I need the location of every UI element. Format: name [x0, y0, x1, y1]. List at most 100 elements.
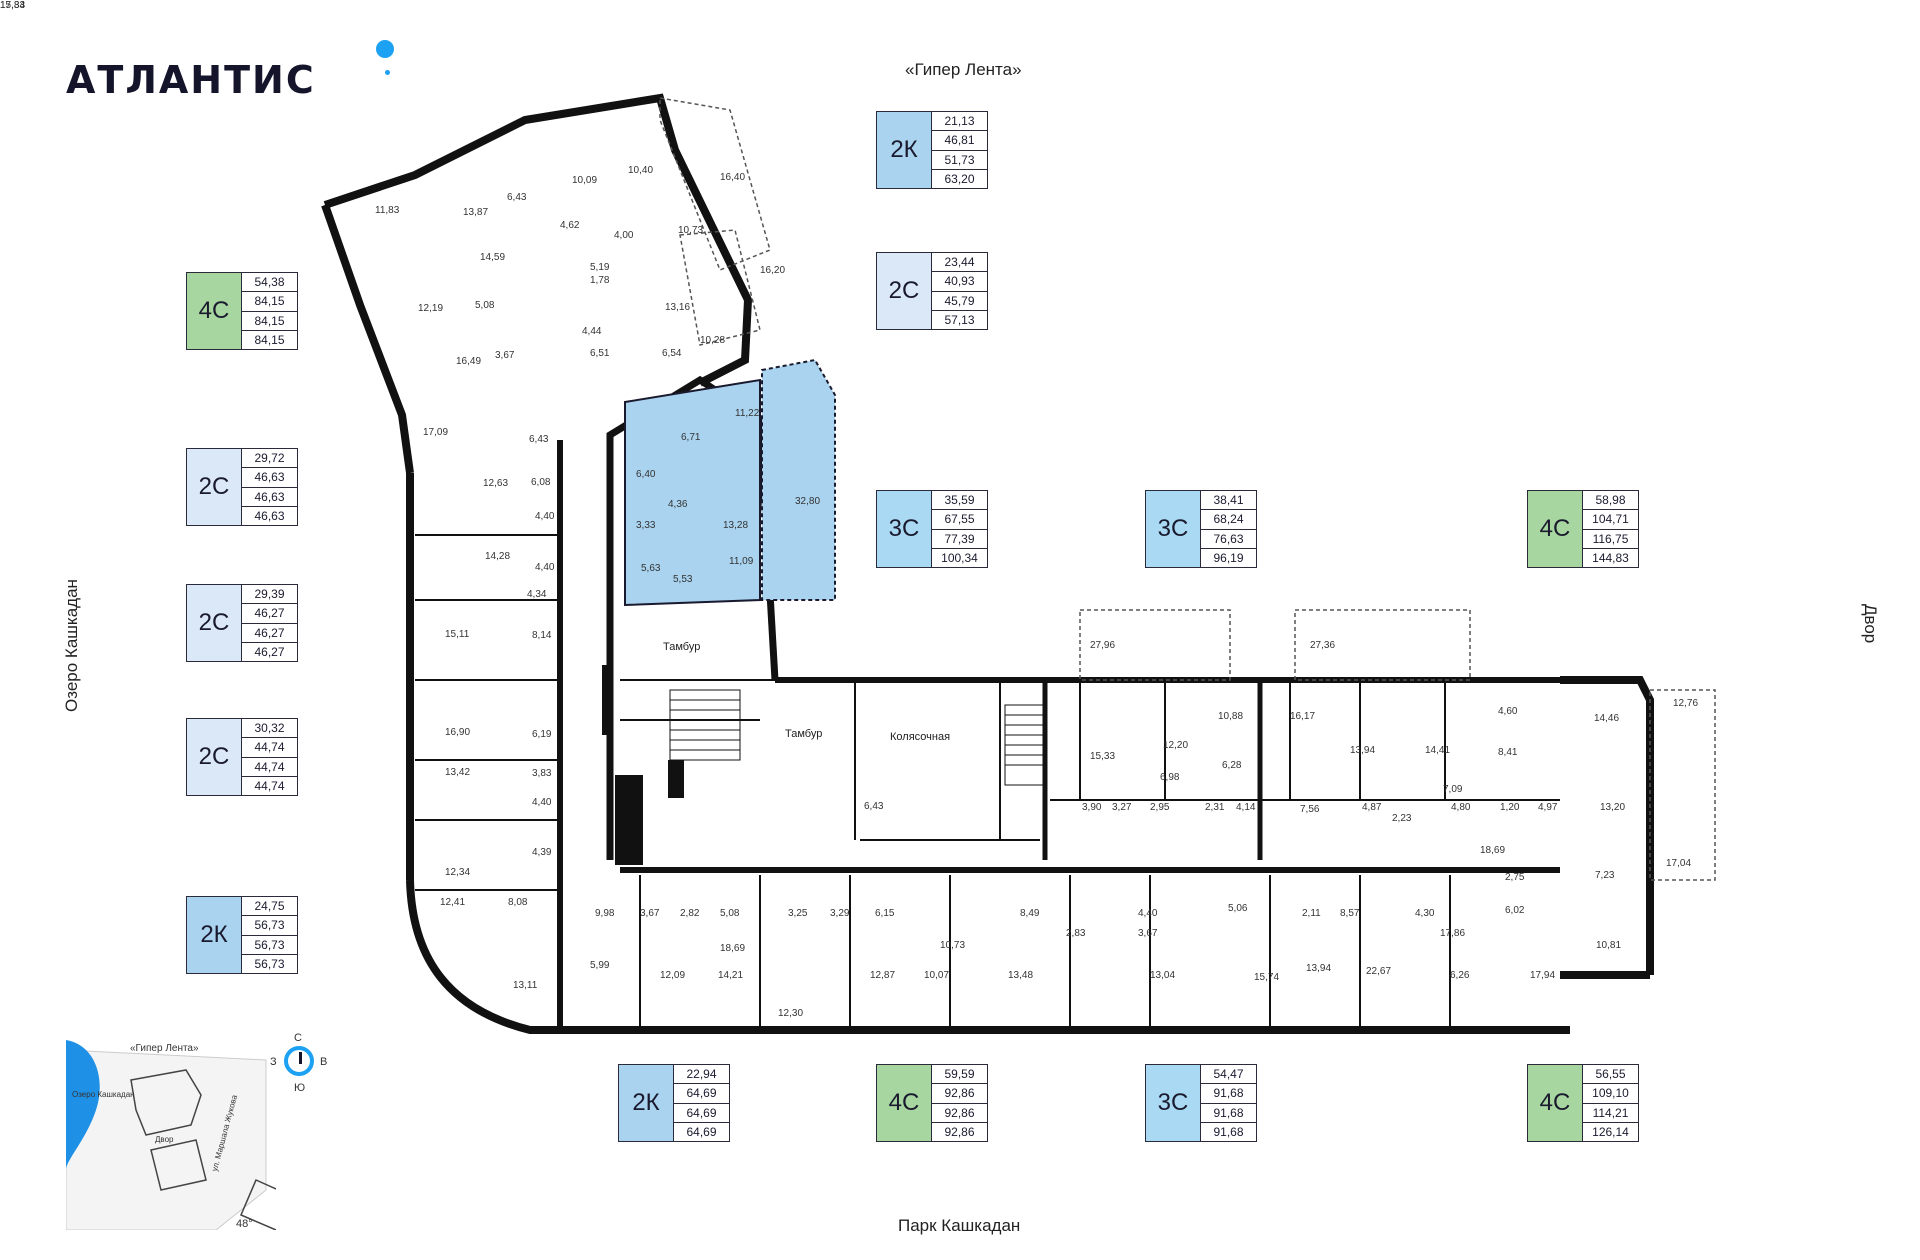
area-value: 92,86 — [932, 1104, 987, 1123]
room-area-label: 6,98 — [1160, 772, 1180, 783]
room-area-label: 3,83 — [532, 768, 552, 779]
room-area-label: 8,08 — [508, 897, 528, 908]
room-area-label: 15,74 — [1254, 972, 1280, 983]
brand-logo: АТЛАНТИС — [66, 58, 316, 102]
room-area-label: 10,28 — [700, 335, 726, 346]
room-area-label: 27,96 — [1090, 640, 1116, 651]
room-area-label: 8,57 — [1340, 908, 1360, 919]
area-value: 64,69 — [674, 1104, 729, 1123]
street-top-label: «Гипер Лента» — [905, 60, 1022, 79]
room-area-label: 10,88 — [1218, 711, 1244, 722]
room-area-label: 4,40 — [535, 511, 555, 522]
area-value: 64,69 — [674, 1084, 729, 1104]
room-area-label: 13,42 — [445, 767, 471, 778]
room-area-label: 12,87 — [870, 970, 896, 981]
room-area-label: 5,06 — [1228, 903, 1248, 914]
room-area-label: 11,22 — [735, 408, 760, 419]
room-area-label: 10,09 — [572, 175, 598, 186]
area-value: 59,59 — [932, 1065, 987, 1085]
room-area-label: 5,08 — [475, 300, 495, 311]
room-area-label: 6,40 — [636, 469, 656, 480]
room-area-label: 14,46 — [1594, 713, 1620, 724]
room-area-label: 4,00 — [614, 230, 634, 241]
area-value: 91,68 — [1201, 1104, 1256, 1123]
room-area-label: 6,43 — [529, 434, 549, 445]
room-area-label: 3,67 — [1138, 928, 1158, 939]
area-value: 91,68 — [1201, 1084, 1256, 1104]
room-area-label: 8,41 — [1498, 747, 1518, 758]
room-area-label: 12,76 — [1673, 698, 1699, 709]
compass — [284, 1046, 314, 1076]
room-area-label: 6,51 — [590, 348, 610, 359]
mini-map-label-yard: Двор — [155, 1135, 174, 1144]
room-area-label: 2,11 — [1302, 908, 1321, 919]
room-area-label: 6,43 — [507, 192, 527, 203]
area-value: 84,15 — [242, 312, 297, 331]
room-area-label: 14,28 — [485, 551, 511, 562]
room-area-label: 32,80 — [795, 496, 821, 507]
area-value: 56,73 — [242, 916, 297, 936]
room-area-label: 9,98 — [595, 908, 615, 919]
room-area-label: 16,49 — [456, 356, 482, 367]
location-mini-map — [66, 1040, 276, 1230]
room-area-label: 4,87 — [1362, 802, 1382, 813]
apartment-type: 3С — [1146, 491, 1201, 567]
area-value: 92,86 — [944, 1124, 975, 1139]
mini-map-label-hyper: «Гипер Лента» — [130, 1043, 199, 1054]
room-area-label: 5,08 — [720, 908, 740, 919]
area-value: 63,20 — [944, 171, 975, 186]
apartment-type: 2С — [187, 719, 242, 795]
compass-east: В — [320, 1056, 328, 1068]
room-area-label: 5,19 — [590, 262, 610, 273]
room-area-label: 6,19 — [532, 729, 552, 740]
room-area-label: 14,41 — [1425, 745, 1451, 756]
room-area-label: 10,81 — [1596, 940, 1622, 951]
room-area-label: 10,73 — [678, 225, 704, 236]
tambur-label-2: Тамбур — [785, 728, 823, 740]
tambur-label-1: Тамбур — [663, 641, 701, 653]
room-area-label: 12,09 — [660, 970, 686, 981]
room-area-label: 16,90 — [445, 727, 471, 738]
apartment-type: 2С — [187, 449, 242, 525]
room-area-label: 7,56 — [1300, 804, 1320, 815]
area-value: 116,75 — [1583, 530, 1638, 549]
area-value: 22,94 — [674, 1065, 729, 1085]
room-area-label: 18,69 — [1480, 845, 1506, 856]
room-area-label: 5,99 — [590, 960, 610, 971]
compass-west: З — [270, 1056, 277, 1068]
room-area-label: 10,07 — [924, 970, 950, 981]
room-area-label: 13,87 — [463, 207, 489, 218]
room-area-label: 4,60 — [1498, 706, 1518, 717]
area-value: 44,74 — [242, 758, 297, 777]
apartment-type: 2К — [187, 897, 242, 973]
area-value: 57,13 — [944, 312, 975, 327]
room-area-label: 14,21 — [718, 970, 744, 981]
area-value: 54,38 — [242, 273, 297, 293]
room-area-label: 12,20 — [1163, 740, 1189, 751]
room-area-label: 12,19 — [418, 303, 444, 314]
room-area-label: 4,30 — [1415, 908, 1435, 919]
room-area-label: 15,84 — [0, 0, 26, 11]
area-value: 40,93 — [932, 272, 987, 292]
apartment-type: 2С — [187, 585, 242, 661]
area-value: 46,63 — [254, 508, 285, 523]
apartment-type: 3С — [877, 491, 932, 567]
area-value: 144,83 — [1592, 550, 1629, 565]
area-value: 56,55 — [1583, 1065, 1638, 1085]
area-value: 100,34 — [941, 550, 978, 565]
area-value: 35,59 — [932, 491, 987, 511]
